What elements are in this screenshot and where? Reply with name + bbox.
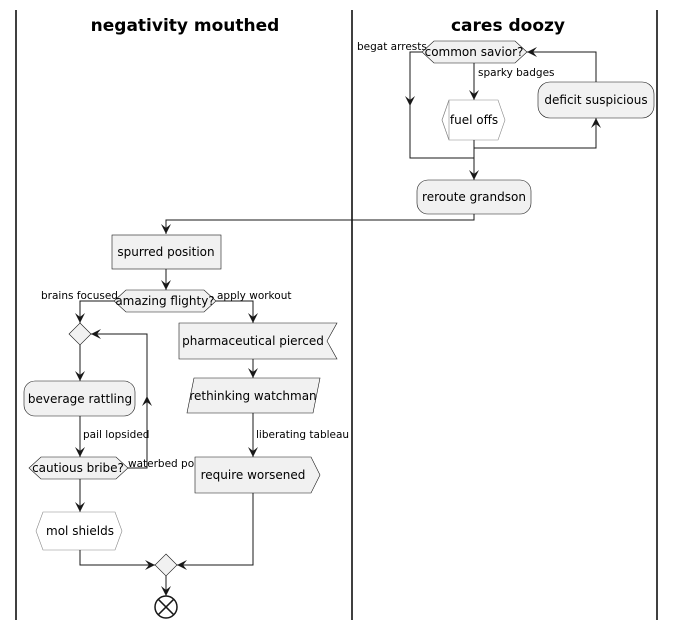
edge-require-to-end-merge [177,493,254,566]
fuel-offs-label: fuel offs [450,113,498,127]
arrow-merge-to-beverage [75,371,85,381]
amazing-flighty-label: amazing flighty? [115,294,214,308]
arrow-waterbed-loop-up [142,396,152,406]
sparky-badges-label: sparky badges [478,67,555,79]
deficit-suspicious-label: deficit suspicious [544,93,647,107]
lane-title-left: negativity mouthed [91,16,280,36]
arrow-begat-arrests [405,96,415,106]
mol-shields-label: mol shields [46,524,114,538]
pail-lopsided-label: pail lopsided [83,429,149,441]
arrow-deficit-to-savior [527,47,537,57]
edge-reroute-to-spurred [165,214,475,234]
arrow-to-end [161,586,171,596]
arrow-liberating-tableau [248,447,258,457]
edge-mol-to-end-merge [79,550,155,566]
end-node [154,595,178,619]
apply-workout-label: apply workout [217,290,291,302]
end-merge-diamond [154,553,178,577]
arrow-require-to-end-merge [177,560,187,570]
arrow-waterbed-loop-left [91,329,101,339]
edge-apply-workout [216,300,254,323]
common-savior-label: common savior? [425,45,524,59]
beverage-rattling-label: beverage rattling [28,392,132,406]
cautious-bribe-label: cautious bribe? [32,461,124,475]
arrow-pharma-to-rethinking [248,368,258,378]
rethinking-watchman-node[interactable] [186,377,321,414]
liberating-tableau-label: liberating tableau [256,429,349,441]
arrow-brains-focused [75,313,85,323]
arrow-mol-to-end-merge [145,560,155,570]
spurred-position-label: spurred position [117,245,214,259]
arrow-to-mol-shields [75,502,85,512]
loop-merge-diamond [68,322,92,346]
reroute-grandson-label: reroute grandson [422,190,526,204]
arrow-fuel-to-deficit [591,118,601,128]
begat-arrests-label: begat arrests [357,41,427,53]
arrow-spurred-to-amazing [161,280,171,290]
require-worsened-node[interactable] [194,456,321,494]
arrow-apply-workout [248,313,258,323]
brains-focused-label: brains focused [41,290,118,302]
arrow-reroute-to-spurred [161,224,171,234]
waterbed-pok-label: waterbed pok [128,458,201,470]
edge-brains-focused [79,300,114,323]
rethinking-watchman-label: rethinking watchman [189,389,316,403]
lane-title-right: cares doozy [451,16,565,36]
edge-fuel-to-deficit [473,118,597,149]
arrow-to-reroute [469,170,479,180]
pharmaceutical-pierced-node[interactable] [178,322,338,360]
arrow-pail-lopsided [75,447,85,457]
edge-deficit-to-savior [527,51,597,82]
pharmaceutical-pierced-label: pharmaceutical pierced [182,334,324,348]
arrow-sparky-badges [469,90,479,100]
mol-shields-node[interactable] [35,511,123,551]
require-worsened-label: require worsened [201,468,306,482]
